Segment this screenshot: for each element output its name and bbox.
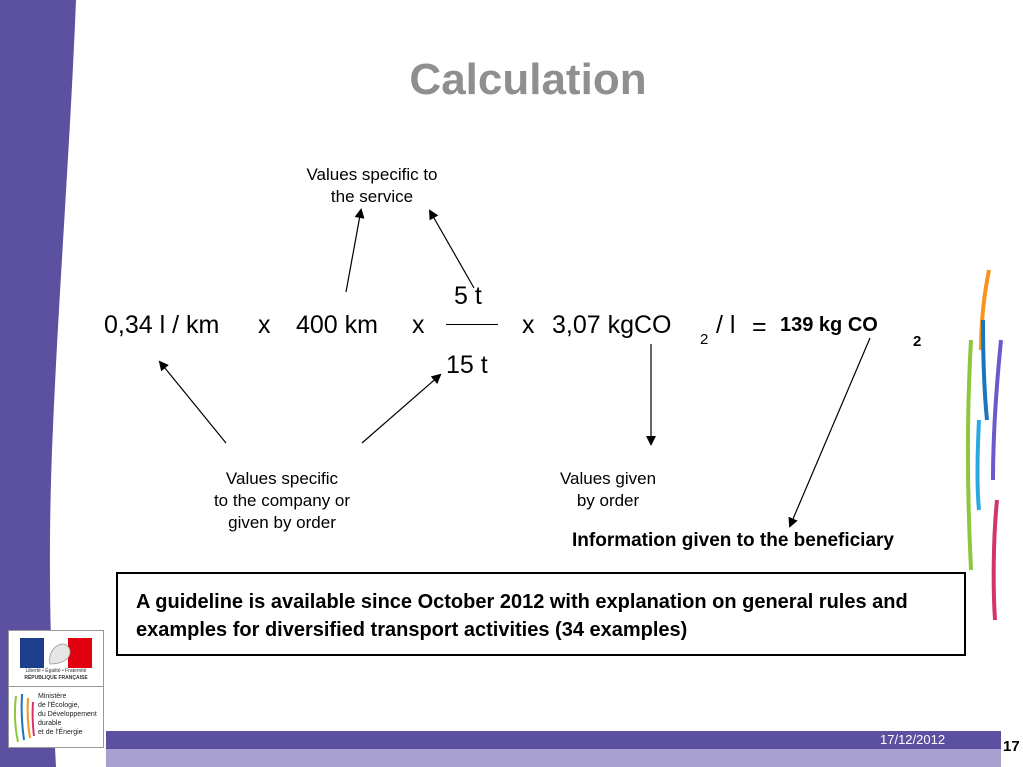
annotation-company-line-2: to the company or xyxy=(213,491,351,510)
formula-factor-unit: / l xyxy=(716,311,736,339)
formula-consumption: 0,34 l / km xyxy=(104,311,220,339)
logo-ministry-line-3: du Développement xyxy=(38,711,97,718)
annotation-company-line-1: Values specific xyxy=(225,469,339,488)
page-number: 17 xyxy=(1003,738,1020,755)
logo-ministry-text: Ministère de l'Écologie, du Développemen… xyxy=(38,692,102,737)
beneficiary-info-label: Information given to the beneficiary xyxy=(572,530,894,551)
annotation-order: Values given by order xyxy=(538,468,678,512)
logo-republic: RÉPUBLIQUE FRANÇAISE xyxy=(24,675,88,681)
arrow-company-right xyxy=(361,373,442,444)
formula-equals: = xyxy=(752,313,767,341)
formula-times-3: x xyxy=(522,311,535,339)
logo-strokes-icon xyxy=(13,693,35,743)
logo-ministry-line-1: Ministère xyxy=(38,693,67,700)
annotation-service: Values specific to the service xyxy=(282,164,462,208)
annotation-service-line-2: the service xyxy=(330,187,414,206)
right-decorative-strokes xyxy=(966,269,1003,621)
formula-factor: 3,07 kgCO xyxy=(552,311,672,339)
arrow-service-left xyxy=(345,208,365,293)
logo-ministry-line-5: et de l'Énergie xyxy=(38,729,83,736)
arrow-beneficiary xyxy=(788,337,871,528)
guideline-box: A guideline is available since October 2… xyxy=(116,572,966,656)
slide-title: Calculation xyxy=(409,55,647,104)
logo-motto: Liberté • Égalité • Fraternité xyxy=(25,668,87,674)
arrow-service-right xyxy=(429,209,475,289)
marianne-flag-icon xyxy=(20,638,92,668)
guideline-text: A guideline is available since October 2… xyxy=(136,591,908,641)
arrow-company-left xyxy=(158,360,227,444)
footer-band-light xyxy=(106,749,1001,767)
annotation-service-line-1: Values specific to xyxy=(306,165,438,184)
formula-result: 139 kg CO xyxy=(780,314,878,336)
footer-band xyxy=(106,731,1001,749)
formula-distance: 400 km xyxy=(296,311,378,339)
formula-factor-subscript: 2 xyxy=(700,331,709,348)
fraction-bar xyxy=(446,324,498,325)
annotation-company-line-3: given by order xyxy=(228,513,336,532)
formula-result-subscript: 2 xyxy=(913,333,922,350)
formula-numerator: 5 t xyxy=(454,282,482,310)
formula-denominator: 15 t xyxy=(446,351,488,379)
logo-ministry-line-2: de l'Écologie, xyxy=(38,702,80,709)
annotation-order-line-2: by order xyxy=(576,491,640,510)
formula-times-1: x xyxy=(258,311,271,339)
left-decorative-band xyxy=(0,0,76,767)
logo-ministry-line-4: durable xyxy=(38,720,62,727)
logo-divider xyxy=(8,686,104,687)
annotation-company: Values specific to the company or given … xyxy=(182,468,382,534)
formula-times-2: x xyxy=(412,311,425,339)
footer-date: 17/12/2012 xyxy=(880,732,946,747)
annotation-order-line-1: Values given xyxy=(559,469,657,488)
